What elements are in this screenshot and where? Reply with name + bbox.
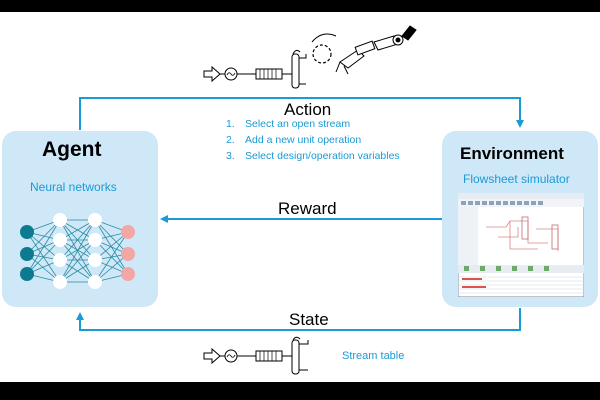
state-label: State [289,310,329,329]
distillation-column-icon [291,339,300,375]
list-item: 1.Select an open stream [226,118,351,130]
state-flowsheet-icon [203,336,309,375]
neural-network-icon [20,213,135,289]
environment-subtitle: Flowsheet simulator [463,172,570,186]
distillation-column-icon [291,53,300,89]
action-label: Action [284,100,332,119]
robot-arm-icon [335,25,417,75]
action-steps: 1.Select an open stream 2.Add a new unit… [226,116,400,164]
state-arrow [76,308,521,331]
environment-title: Environment [460,144,564,163]
agent-title: Agent [42,138,102,161]
stream-table-label: Stream table [342,350,405,362]
reward-label: Reward [278,199,337,218]
agent-subtitle: Neural networks [30,180,117,194]
list-item: 3.Select design/operation variables [226,150,400,162]
feed-arrow-icon [203,347,221,365]
list-item: 2.Add a new unit operation [226,134,362,146]
simulator-screenshot-icon [458,193,584,297]
action-flowsheet-icon [203,25,417,89]
action-arrow [79,97,524,130]
feed-arrow-icon [203,65,221,83]
